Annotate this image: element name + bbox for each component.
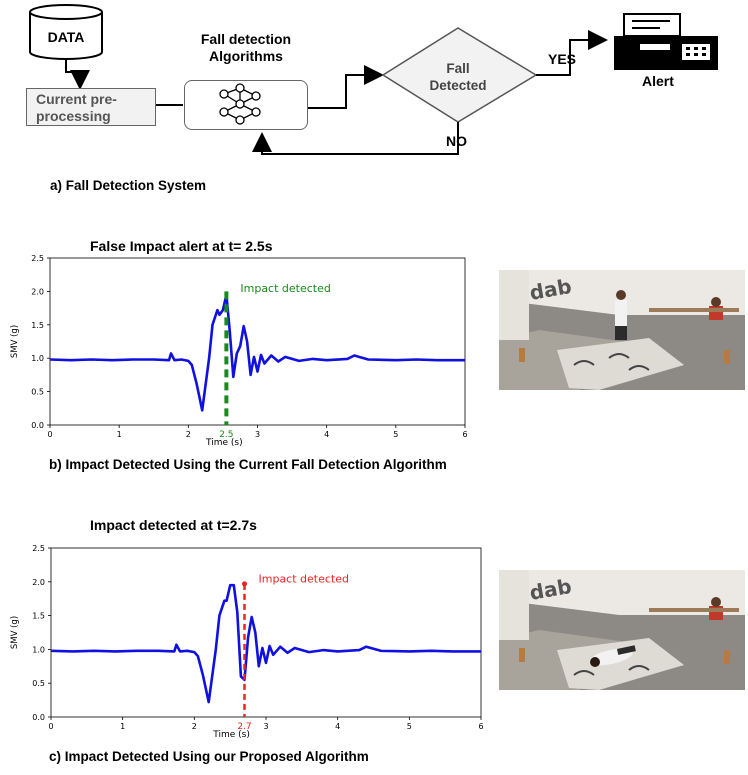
system-diagram bbox=[29, 4, 718, 155]
y-tick-label: 0.0 bbox=[31, 421, 44, 430]
smv-series-line bbox=[49, 293, 465, 412]
preprocessing-box: Current pre- processing bbox=[26, 88, 156, 126]
y-tick-label: 0.0 bbox=[32, 713, 45, 722]
y-tick-label: 2.5 bbox=[31, 254, 44, 263]
decision-line2: Detected bbox=[429, 78, 487, 93]
x-tick-label: 1 bbox=[117, 430, 122, 439]
x-tick-label: 6 bbox=[462, 430, 467, 439]
arrow-no-feedback bbox=[252, 122, 459, 155]
x-tick-label: 1 bbox=[120, 722, 125, 731]
caption-c: c) Impact Detected Using our Proposed Al… bbox=[49, 749, 369, 764]
x-tick-label: 2 bbox=[186, 430, 191, 439]
algorithm-box bbox=[184, 80, 308, 130]
smv-series-line bbox=[50, 583, 481, 704]
x-tick-label: 2 bbox=[192, 722, 197, 731]
neural-network-icon bbox=[219, 83, 261, 125]
arrow-yes bbox=[536, 30, 608, 76]
y-tick-label: 2.0 bbox=[31, 287, 44, 296]
y-tick-label: 1.0 bbox=[32, 645, 45, 654]
y-axis-label: SMV (g) bbox=[10, 325, 20, 358]
y-tick-label: 1.0 bbox=[31, 354, 44, 363]
yes-label: YES bbox=[548, 51, 577, 67]
fax-machine-icon bbox=[614, 13, 718, 70]
room-photo-standing: dab bbox=[499, 270, 745, 390]
chart-c-title: Impact detected at t=2.7s bbox=[90, 517, 257, 533]
room-photo-fallen-art: dab bbox=[499, 570, 745, 690]
impact-time-label: 2.5 bbox=[219, 430, 233, 440]
arrow-algorithm-to-decision bbox=[308, 65, 384, 109]
y-tick-label: 1.5 bbox=[32, 612, 45, 621]
y-tick-label: 0.5 bbox=[31, 388, 44, 397]
y-axis-label: SMV (g) bbox=[10, 616, 20, 649]
chart-b-title: False Impact alert at t= 2.5s bbox=[90, 238, 273, 254]
impact-time-label: 2.7 bbox=[237, 722, 251, 732]
x-tick-label: 6 bbox=[478, 722, 483, 731]
x-tick-label: 5 bbox=[407, 722, 412, 731]
impact-annotation: Impact detected bbox=[240, 282, 330, 295]
algorithm-title-line1: Fall detection bbox=[200, 31, 292, 47]
x-tick-label: 3 bbox=[255, 430, 260, 439]
x-tick-label: 0 bbox=[48, 722, 53, 731]
impact-annotation: Impact detected bbox=[259, 572, 349, 585]
decision-text: Fall Detected bbox=[410, 60, 506, 94]
preprocessing-line1: Current pre- bbox=[36, 91, 117, 107]
y-tick-label: 1.5 bbox=[31, 321, 44, 330]
data-label: DATA bbox=[47, 29, 85, 45]
room-photo-standing-art: dab bbox=[499, 270, 745, 390]
x-tick-label: 3 bbox=[263, 722, 268, 731]
caption-b: b) Impact Detected Using the Current Fal… bbox=[49, 457, 447, 472]
database-icon bbox=[29, 4, 103, 60]
caption-a: a) Fall Detection System bbox=[50, 178, 207, 193]
alert-label: Alert bbox=[642, 73, 674, 89]
y-tick-label: 0.5 bbox=[32, 679, 45, 688]
room-photo-fallen: dab bbox=[499, 570, 745, 690]
decision-line1: Fall bbox=[446, 61, 470, 76]
x-tick-label: 4 bbox=[335, 722, 340, 731]
no-label: NO bbox=[446, 133, 467, 149]
arrow-data-to-preprocessing bbox=[65, 59, 90, 90]
x-tick-label: 0 bbox=[47, 430, 52, 439]
x-axis-label: Time (s) bbox=[212, 730, 250, 740]
preprocessing-line2: processing bbox=[36, 108, 111, 124]
x-tick-label: 4 bbox=[324, 430, 329, 439]
algorithm-title-line2: Algorithms bbox=[209, 48, 283, 64]
algorithm-title: Fall detection Algorithms bbox=[186, 31, 306, 65]
impact-marker-dot bbox=[242, 581, 247, 587]
y-tick-label: 2.0 bbox=[32, 578, 45, 587]
y-tick-label: 2.5 bbox=[32, 544, 45, 553]
x-axis-label: Time (s) bbox=[205, 438, 243, 448]
x-tick-label: 5 bbox=[393, 430, 398, 439]
